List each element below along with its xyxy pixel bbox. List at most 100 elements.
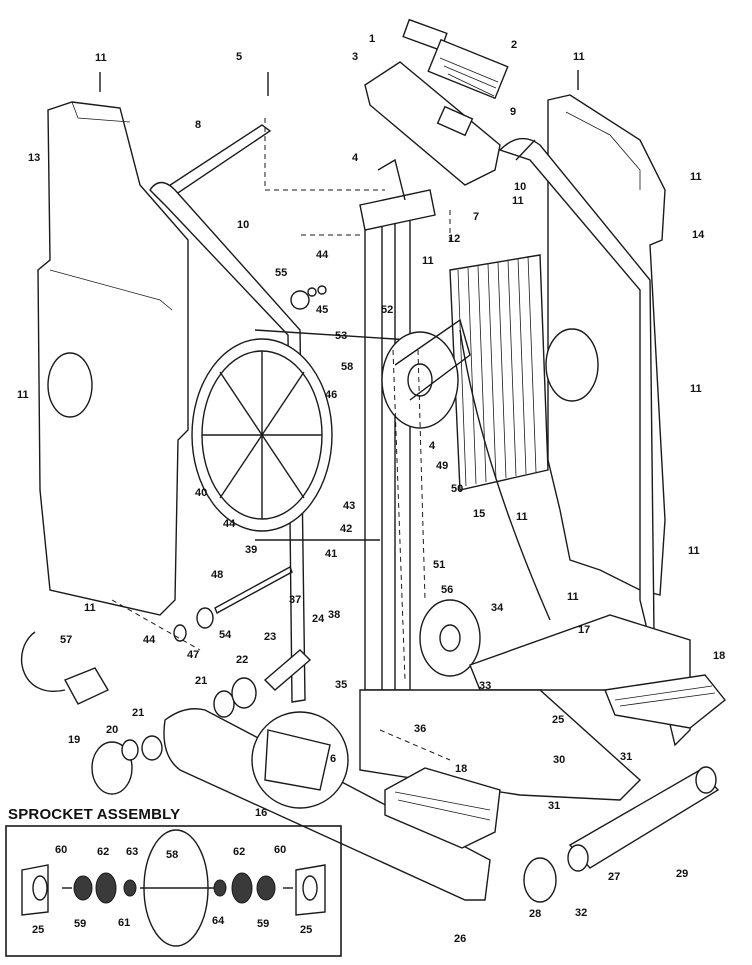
- center-column: [364, 214, 411, 691]
- console-housing: [364, 61, 501, 186]
- callout-23: 23: [264, 631, 277, 643]
- callout-48: 48: [211, 569, 224, 581]
- front-foot-tube-16: [163, 708, 491, 901]
- callout-51: 51: [433, 559, 446, 571]
- sprocket-assembly-title: SPROCKET ASSEMBLY: [8, 806, 181, 823]
- callout-41: 41: [325, 548, 338, 560]
- callout-22: 22: [236, 654, 249, 666]
- callout-6: 6: [330, 753, 337, 765]
- chain-detail-circle: [251, 711, 349, 809]
- callout-45: 45: [316, 304, 329, 316]
- callout-19: 19: [68, 734, 81, 746]
- callout-11-e: 11: [422, 255, 434, 267]
- callout-11-c: 11: [690, 171, 702, 183]
- callout-10b: 10: [514, 181, 527, 193]
- callout-57: 57: [60, 634, 73, 646]
- callout-58: 58: [341, 361, 354, 373]
- inset-callout-61: 61: [118, 917, 131, 929]
- inset-callout-62-left: 62: [97, 846, 110, 858]
- callout-7: 7: [473, 211, 480, 223]
- pedal-left: [384, 767, 501, 849]
- right-side-panel: [547, 94, 666, 596]
- callout-18: 18: [713, 650, 726, 662]
- sprocket-58: [381, 331, 459, 429]
- callout-2: 2: [511, 39, 518, 51]
- callout-56: 56: [441, 584, 454, 596]
- callout-31b: 31: [548, 800, 561, 812]
- transformer-57: [64, 667, 109, 705]
- callout-50: 50: [451, 483, 464, 495]
- callout-12: 12: [448, 233, 461, 245]
- top-handle-tube-right: [498, 137, 691, 747]
- callout-11-g: 11: [690, 383, 702, 395]
- callout-47: 47: [187, 649, 200, 661]
- inset-callout-25-right: 25: [300, 924, 313, 936]
- callout-11-d: 11: [512, 195, 524, 207]
- console-keypad: [427, 38, 509, 100]
- callout-34: 34: [491, 602, 504, 614]
- end-cap-19: [91, 741, 133, 795]
- callout-11-f: 11: [17, 389, 29, 401]
- callout-26: 26: [454, 933, 467, 945]
- callout-49: 49: [436, 460, 449, 472]
- callout-10: 10: [237, 219, 250, 231]
- callout-42: 42: [340, 523, 353, 535]
- callout-11-b: 11: [573, 51, 585, 63]
- sprocket-assembly-parts: [21, 829, 326, 947]
- callout-18b: 18: [455, 763, 468, 775]
- callout-1: 1: [369, 33, 376, 45]
- inset-callout-63: 63: [126, 846, 139, 858]
- callout-30: 30: [553, 754, 566, 766]
- callout-38: 38: [328, 609, 341, 621]
- callout-25: 25: [552, 714, 565, 726]
- callout-32: 32: [575, 907, 588, 919]
- inset-callout-64: 64: [212, 915, 225, 927]
- callout-39: 39: [245, 544, 258, 556]
- pulley-56: [419, 599, 481, 677]
- callout-44b: 44: [223, 518, 236, 530]
- callout-4b: 4: [429, 440, 436, 452]
- end-cap-28: [523, 857, 557, 903]
- callout-11-a: 11: [95, 52, 107, 64]
- callout-28: 28: [529, 908, 542, 920]
- callout-11-j: 11: [567, 591, 579, 603]
- callout-54: 54: [219, 629, 232, 641]
- inset-callout-62-right: 62: [233, 846, 246, 858]
- inset-callout-59-left: 59: [74, 918, 87, 930]
- callout-15: 15: [473, 508, 486, 520]
- callout-31: 31: [620, 751, 633, 763]
- callout-33: 33: [479, 680, 492, 692]
- callout-20: 20: [106, 724, 119, 736]
- callout-9: 9: [510, 106, 517, 118]
- callout-43: 43: [343, 500, 356, 512]
- callout-55: 55: [275, 267, 288, 279]
- callout-11-h: 11: [516, 511, 528, 523]
- callout-40: 40: [195, 487, 208, 499]
- callout-21b: 21: [195, 675, 208, 687]
- callout-11-k: 11: [84, 602, 96, 614]
- callout-44c: 44: [143, 634, 156, 646]
- callout-16: 16: [255, 807, 268, 819]
- callout-53: 53: [335, 330, 348, 342]
- callout-14: 14: [692, 229, 705, 241]
- callout-21: 21: [132, 707, 145, 719]
- inset-callout-59-right: 59: [257, 918, 270, 930]
- callout-4: 4: [352, 152, 359, 164]
- left-side-panel: [37, 101, 189, 616]
- callout-52: 52: [381, 304, 394, 316]
- callout-17: 17: [578, 624, 591, 636]
- callout-37: 37: [289, 594, 302, 606]
- inset-callout-25-left: 25: [32, 924, 45, 936]
- inset-callout-60-left: 60: [55, 844, 68, 856]
- callout-44: 44: [316, 249, 329, 261]
- inset-callout-60-right: 60: [274, 844, 287, 856]
- callout-29: 29: [676, 868, 689, 880]
- callout-8: 8: [195, 119, 202, 131]
- callout-11-i: 11: [688, 545, 700, 557]
- callout-36: 36: [414, 723, 427, 735]
- callout-3: 3: [352, 51, 359, 63]
- inset-callout-58: 58: [166, 849, 179, 861]
- sprocket-assembly-box: [5, 825, 342, 957]
- callout-35: 35: [335, 679, 348, 691]
